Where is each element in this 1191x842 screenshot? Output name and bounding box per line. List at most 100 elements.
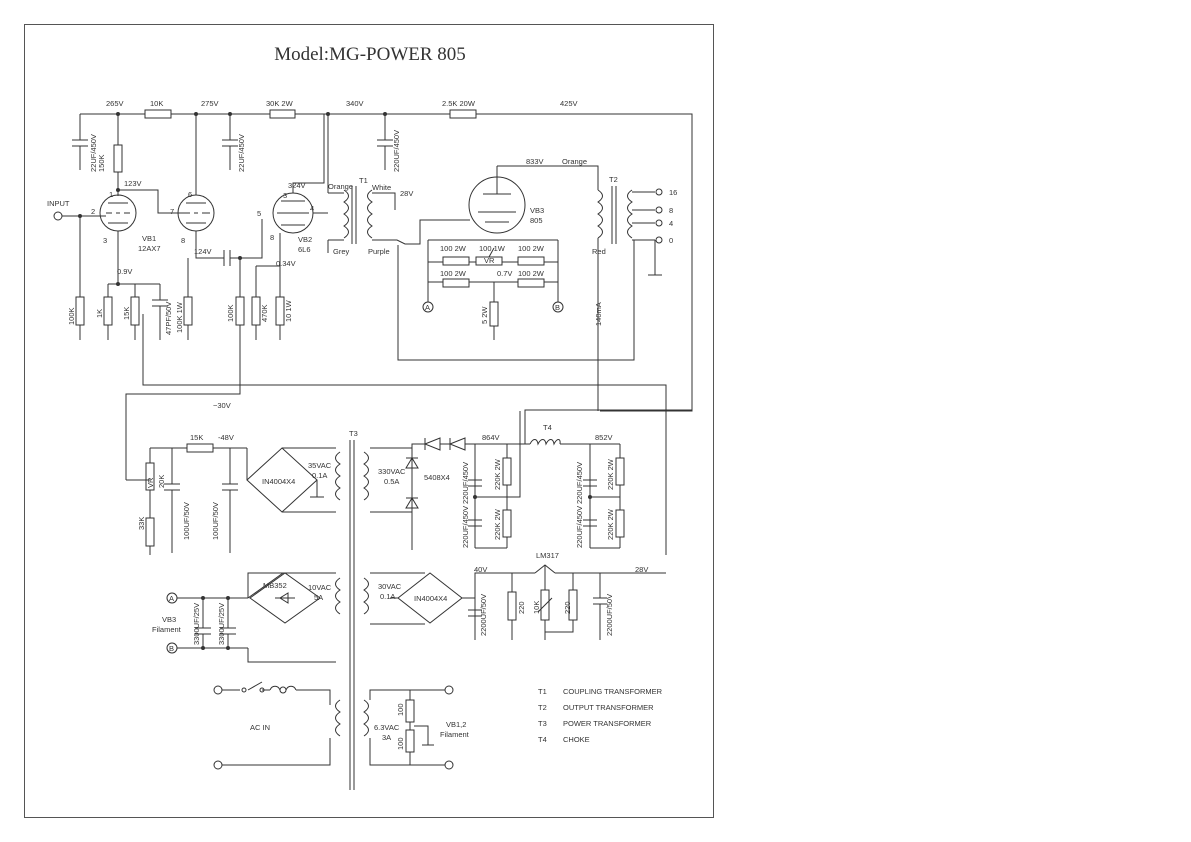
label-2200uf-a: 2200UF/50V bbox=[479, 594, 488, 636]
bias-supply bbox=[126, 443, 247, 555]
label-3300uf-a: 3300UF/25V bbox=[192, 603, 201, 645]
label-340v: 340V bbox=[346, 99, 364, 108]
label-220k-c: 220K 2W bbox=[606, 458, 615, 490]
bridge-in4004-a bbox=[246, 447, 336, 513]
pin-8b: 8 bbox=[270, 233, 274, 242]
cap-220uf-a: 220UF/450V bbox=[392, 130, 401, 172]
label-20k: 20K bbox=[157, 475, 166, 488]
label-3300uf-b: 3300UF/25V bbox=[217, 603, 226, 645]
label-0-34v: 0.34V bbox=[276, 259, 296, 268]
resistor-30k bbox=[269, 109, 296, 119]
node-a2-label: A bbox=[169, 594, 174, 603]
input-jack[interactable] bbox=[53, 211, 63, 221]
label-10vac: 10VAC bbox=[308, 583, 332, 592]
pin-1: 1 bbox=[109, 190, 113, 199]
label-6-3vac-current: 3A bbox=[382, 733, 391, 742]
t1-purple: Purple bbox=[368, 247, 390, 256]
t1-white: White bbox=[372, 183, 391, 192]
bplus-rail bbox=[80, 109, 693, 412]
t2-red: Red bbox=[592, 247, 606, 256]
filament-terminal-b[interactable] bbox=[444, 760, 454, 770]
input-label: INPUT bbox=[47, 199, 70, 208]
label-33k: 33K bbox=[137, 517, 146, 530]
label-220uf-b: 220UF/450V bbox=[461, 462, 470, 504]
label-470k: 470K bbox=[260, 304, 269, 322]
node-b-top bbox=[552, 301, 564, 313]
label-100uf-a: 100UF/50V bbox=[182, 502, 191, 540]
vb3-type: 805 bbox=[530, 216, 543, 225]
label-1k: 1K bbox=[95, 309, 104, 318]
t2-label: T2 bbox=[609, 175, 618, 184]
cap-22uf-a: 22UF/450V bbox=[89, 134, 98, 172]
label-neg30v: −30V bbox=[213, 401, 231, 410]
label-100-2w-b: 100 2W bbox=[518, 244, 545, 253]
label-100-1w: 100 1W bbox=[479, 244, 506, 253]
schematic-frame bbox=[24, 24, 714, 818]
label-lm317: LM317 bbox=[536, 551, 559, 560]
label-10k: 10K bbox=[150, 99, 163, 108]
label-15k: 15K bbox=[122, 307, 131, 320]
ac-input-terminal-a[interactable] bbox=[213, 685, 223, 695]
label-28v: 28V bbox=[400, 189, 413, 198]
ac-input-terminal-b[interactable] bbox=[213, 760, 223, 770]
label-30k: 30K 2W bbox=[266, 99, 294, 108]
vb12-label: VB1,2 bbox=[446, 720, 466, 729]
transformer-t2 bbox=[397, 186, 663, 411]
t1-grey: Grey bbox=[333, 247, 350, 256]
label-15k-b: 15K bbox=[190, 433, 203, 442]
label-123v: 123V bbox=[124, 179, 142, 188]
label-10-1w: 10 1W bbox=[284, 299, 293, 322]
pin-8: 8 bbox=[181, 236, 185, 245]
label-5408: 5408X4 bbox=[424, 473, 450, 482]
label-2200uf-b: 2200UF/50V bbox=[605, 594, 614, 636]
legend-desc-t1: COUPLING TRANSFORMER bbox=[563, 687, 663, 696]
legend-desc-t4: CHOKE bbox=[563, 735, 590, 744]
label-neg48v: -48V bbox=[218, 433, 234, 442]
label-35vac-current: 0.1A bbox=[312, 471, 327, 480]
transformer-t3 bbox=[335, 440, 369, 790]
label-220-a: 220 bbox=[517, 601, 526, 614]
label-10vac-current: 5A bbox=[314, 593, 323, 602]
legend-desc-t3: POWER TRANSFORMER bbox=[563, 719, 652, 728]
label-100k-1w: 100K 1W bbox=[175, 301, 184, 333]
label-124v: 124V bbox=[194, 247, 212, 256]
pin-2: 2 bbox=[91, 207, 95, 216]
tap-0: 0 bbox=[669, 236, 673, 245]
label-100-2w-a: 100 2W bbox=[440, 244, 467, 253]
label-5-2w: 5 2W bbox=[480, 306, 489, 324]
filament-terminal-a[interactable] bbox=[444, 685, 454, 695]
ac-input bbox=[213, 681, 331, 770]
label-30vac: 30VAC bbox=[378, 582, 402, 591]
label-47pf: 47PF/50V bbox=[164, 302, 173, 335]
label-150k: 150K bbox=[97, 154, 106, 172]
decoupling-caps bbox=[72, 114, 393, 170]
label-220k-d: 220K 2W bbox=[606, 508, 615, 540]
legend-code-t2: T2 bbox=[538, 703, 547, 712]
label-220-b: 220 bbox=[563, 601, 572, 614]
label-425v: 425V bbox=[560, 99, 578, 108]
tap-8: 8 bbox=[669, 206, 673, 215]
label-35vac: 35VAC bbox=[308, 461, 332, 470]
node-b2-label: B bbox=[169, 644, 174, 653]
pin-3: 3 bbox=[103, 236, 107, 245]
label-220k-b: 220K 2W bbox=[493, 508, 502, 540]
tap-4: 4 bbox=[669, 219, 673, 228]
transformer-t1 bbox=[327, 114, 470, 253]
legend: T1 COUPLING TRANSFORMER T2 OUTPUT TRANSF… bbox=[538, 687, 663, 744]
hv-supply bbox=[370, 409, 692, 550]
label-100-2w-c: 100 2W bbox=[440, 269, 467, 278]
label-in4004-a: IN4004X4 bbox=[262, 477, 295, 486]
vb1-bias-network bbox=[75, 214, 193, 340]
ac-in-label: AC IN bbox=[250, 723, 270, 732]
legend-code-t4: T4 bbox=[538, 735, 547, 744]
label-28v-b: 28V bbox=[635, 565, 648, 574]
node-a-top bbox=[422, 301, 434, 313]
label-220k-a: 220K 2W bbox=[493, 458, 502, 490]
cap-22uf-b: 22UF/450V bbox=[237, 134, 246, 172]
label-0-7v: 0.7V bbox=[497, 269, 512, 278]
legend-code-t1: T1 bbox=[538, 687, 547, 696]
pin-3b: 3 bbox=[283, 191, 287, 200]
t4-label: T4 bbox=[543, 423, 552, 432]
pin-7: 7 bbox=[170, 207, 174, 216]
resistor-10k bbox=[144, 109, 172, 119]
